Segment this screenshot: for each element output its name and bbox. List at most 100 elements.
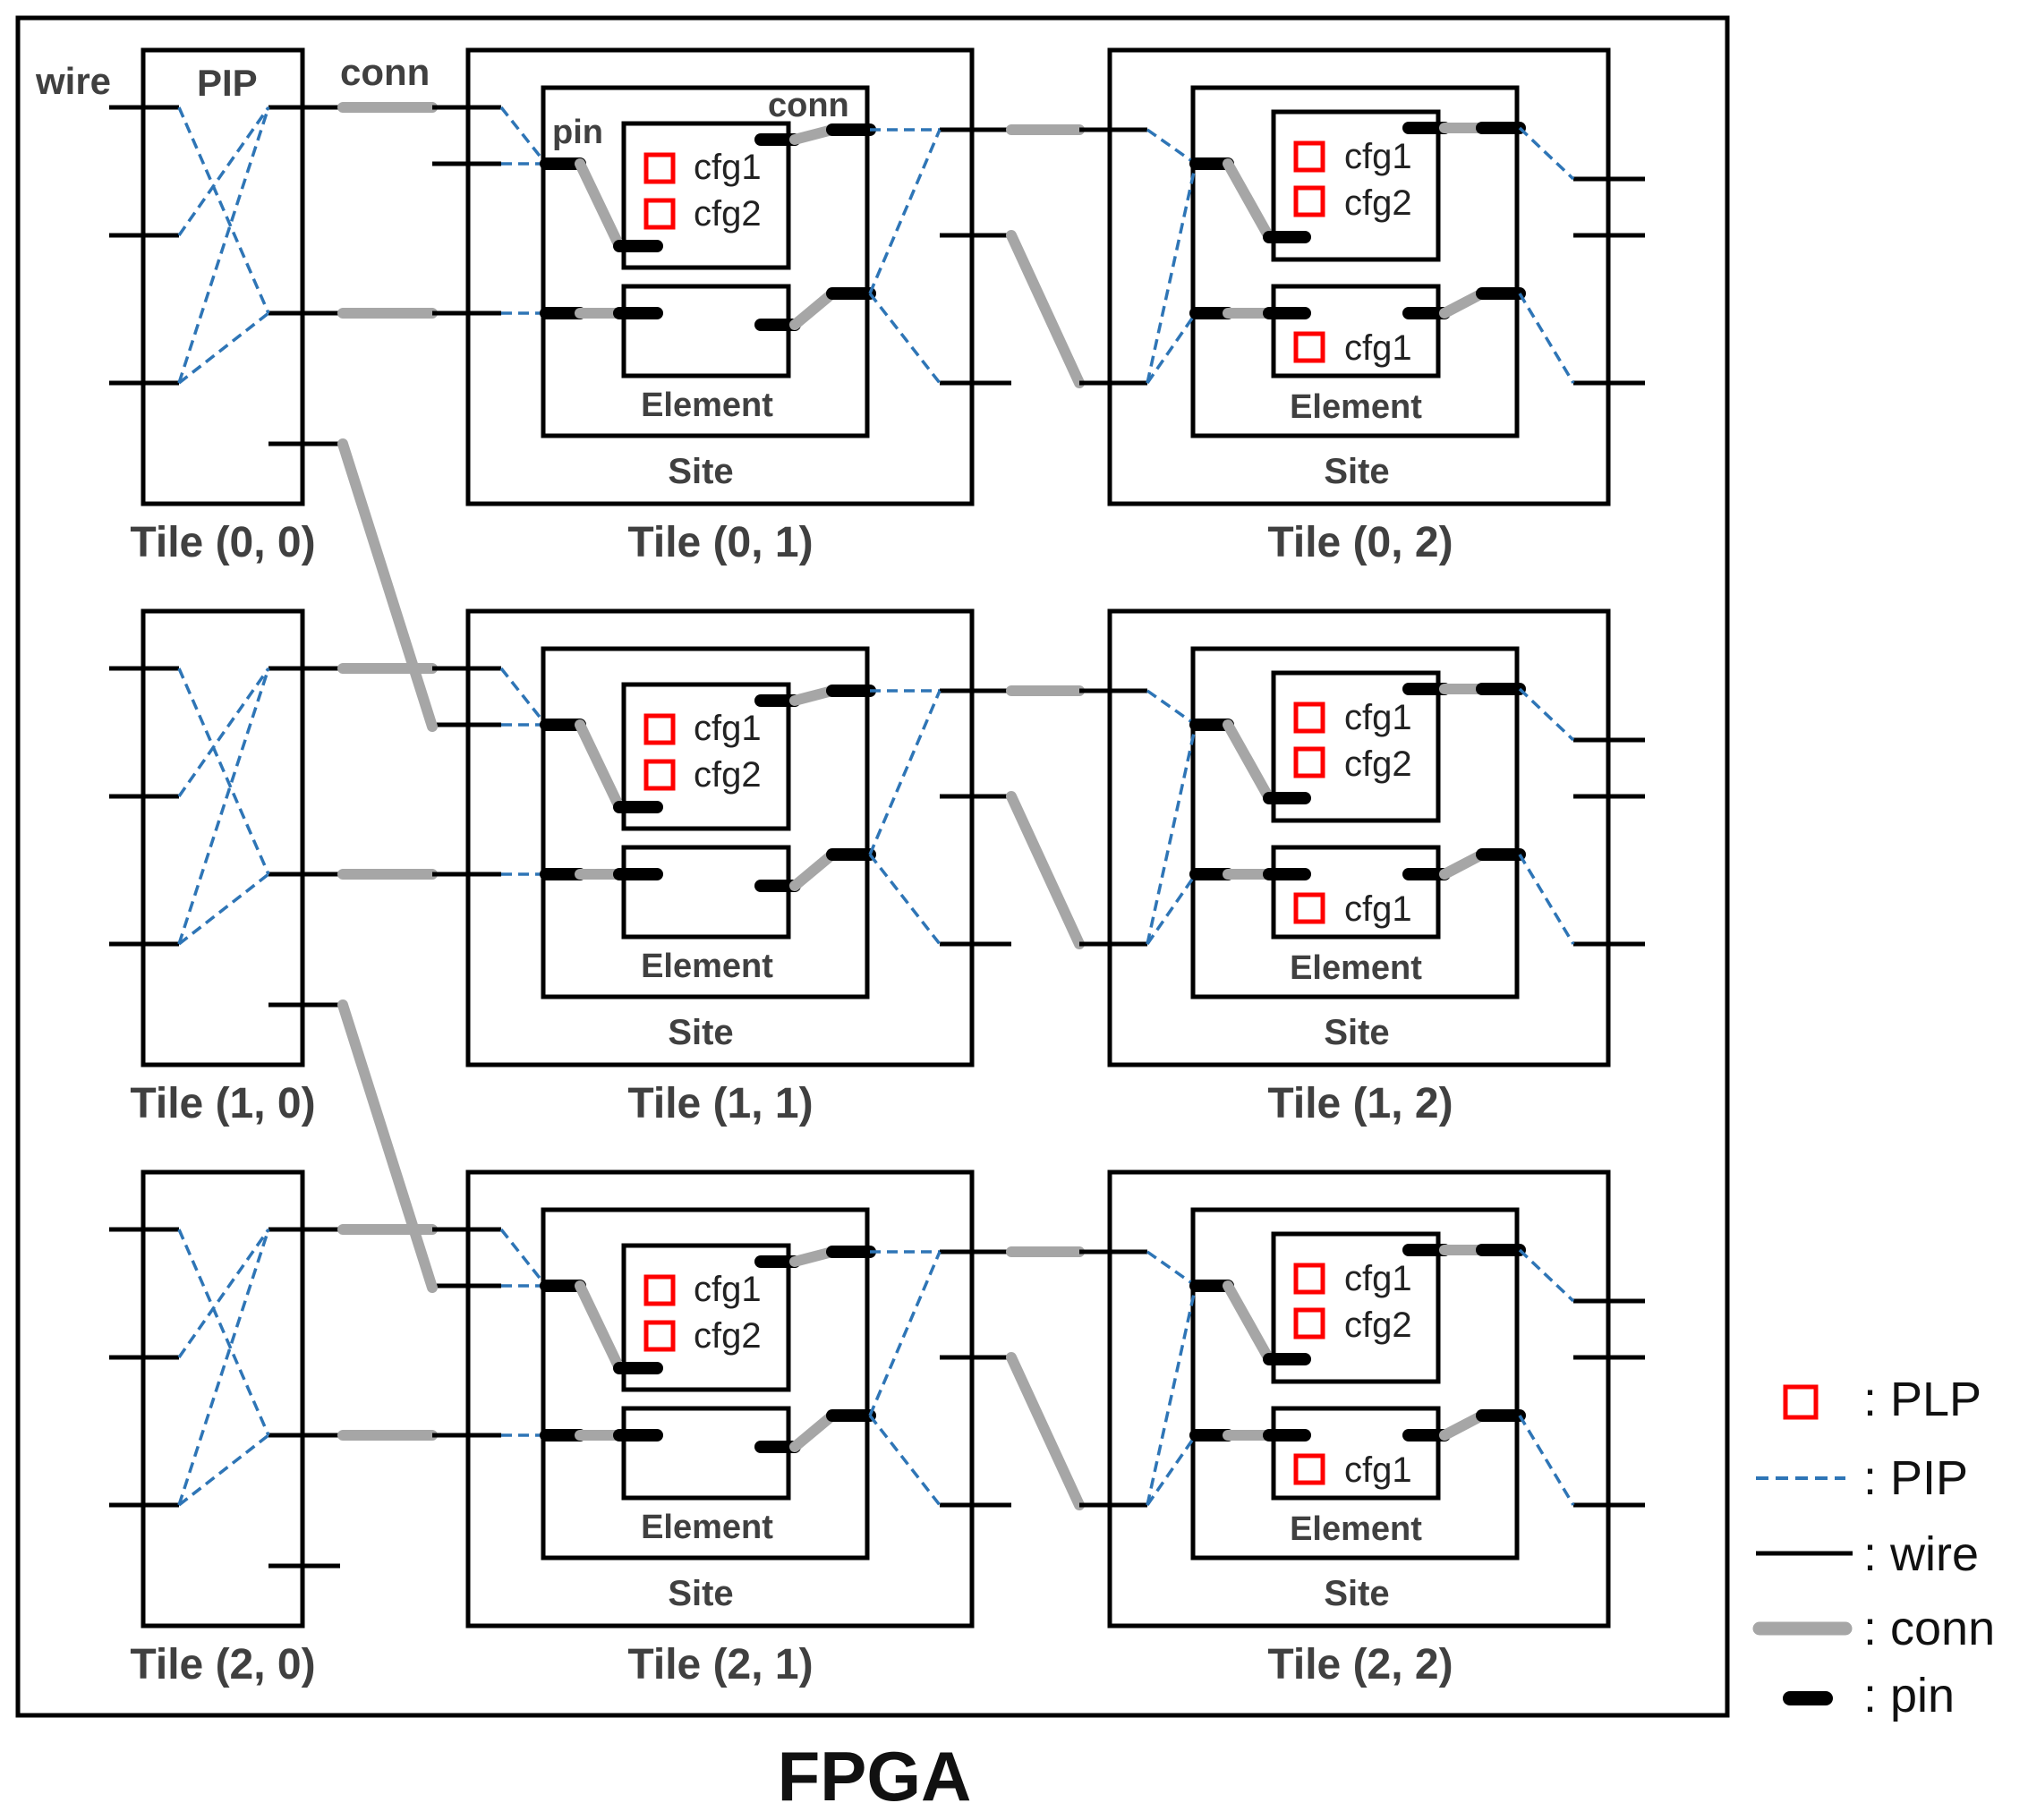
pip-line xyxy=(177,668,270,945)
tile-label: Tile (0, 0) xyxy=(130,519,315,566)
pip-line xyxy=(1518,126,1575,181)
tile-label: Tile (2, 0) xyxy=(130,1641,315,1688)
pip-line xyxy=(177,1228,270,1359)
pip-line xyxy=(1146,873,1197,945)
tile-label: Tile (0, 2) xyxy=(1267,519,1453,566)
pip-line xyxy=(499,1228,548,1288)
legend-pip-label: : PIP xyxy=(1863,1451,1968,1505)
conn-line xyxy=(337,999,438,1293)
cfg2-label: cfg2 xyxy=(694,194,762,234)
conn-line xyxy=(1006,1352,1085,1510)
cfg2-label: cfg2 xyxy=(694,1316,762,1356)
tile-label: Tile (2, 2) xyxy=(1267,1641,1453,1688)
fpga-boundary xyxy=(15,15,1730,1718)
conn-inner-annotation: conn xyxy=(768,87,849,124)
plp-marker xyxy=(1293,1263,1325,1295)
pip-line xyxy=(868,292,942,385)
switch-tile: Tile (0, 0) xyxy=(109,47,340,566)
element-box xyxy=(1271,1406,1441,1501)
pip-line xyxy=(177,667,270,798)
pip-line xyxy=(1146,128,1197,166)
pip-line xyxy=(177,106,270,314)
site-box xyxy=(541,85,870,438)
tile-box xyxy=(1107,608,1611,1067)
pip-line xyxy=(868,853,942,946)
legend-plp-label: : PLP xyxy=(1863,1373,1981,1426)
element-box xyxy=(1271,845,1441,940)
wire-annotation: wire xyxy=(35,60,111,102)
element-label: Element xyxy=(641,948,773,985)
conn-line xyxy=(1006,230,1085,388)
site-box xyxy=(541,1207,870,1561)
legend-conn-label: : conn xyxy=(1863,1602,1995,1655)
element-box xyxy=(1271,109,1441,262)
tile-box xyxy=(465,1169,975,1629)
cfg2-label: cfg2 xyxy=(1344,744,1412,784)
pip-line xyxy=(1518,1248,1575,1303)
conn-line xyxy=(337,438,438,732)
cfg1-label: cfg1 xyxy=(1344,698,1412,737)
conn-line xyxy=(1223,158,1274,242)
conn-line xyxy=(789,1246,838,1267)
element-label: Element xyxy=(1290,949,1422,987)
diagram-title: FPGA xyxy=(778,1737,972,1816)
plp-marker xyxy=(1293,1307,1325,1339)
tile-label: Tile (1, 0) xyxy=(130,1080,315,1127)
conn-line xyxy=(1223,1280,1274,1365)
pip-line xyxy=(1146,689,1197,727)
tile-label: Tile (2, 1) xyxy=(627,1641,813,1688)
cfg1-label: cfg1 xyxy=(1344,137,1412,176)
tile-box xyxy=(141,1169,305,1629)
plp-marker xyxy=(643,1320,676,1352)
conn-line xyxy=(575,1280,625,1374)
pip-line xyxy=(499,106,548,166)
pip-line xyxy=(177,1229,270,1436)
pip-line xyxy=(177,872,270,946)
tile-box xyxy=(141,47,305,506)
cfg2-label: cfg2 xyxy=(694,755,762,795)
tile-box xyxy=(465,608,975,1067)
pip-line xyxy=(177,668,270,875)
conn-line xyxy=(1439,849,1487,880)
tile-box xyxy=(1107,1169,1611,1629)
pip-line xyxy=(1518,293,1575,384)
conn-line xyxy=(575,719,625,812)
site-box xyxy=(1190,85,1520,438)
cfg1-label: cfg1 xyxy=(694,148,762,187)
cfg1-label: cfg1 xyxy=(1344,328,1412,368)
conn-line xyxy=(1006,791,1085,949)
cfg1-label: cfg1 xyxy=(1344,1450,1412,1490)
plp-marker xyxy=(643,713,676,745)
cfg1-label: cfg1 xyxy=(1344,889,1412,929)
conn-line xyxy=(789,1410,838,1452)
conn-line xyxy=(789,288,838,330)
cfg1-label: cfg1 xyxy=(694,709,762,748)
conn-line xyxy=(1439,1410,1487,1441)
element-box xyxy=(621,121,791,270)
switch-tile: Tile (2, 0) xyxy=(109,1169,340,1688)
tile-label: Tile (1, 2) xyxy=(1267,1080,1453,1127)
element-label: Element xyxy=(641,387,773,424)
pip-line xyxy=(1146,312,1197,384)
element-box xyxy=(621,1243,791,1392)
cfg1-label: cfg1 xyxy=(694,1270,762,1309)
site-label: Site xyxy=(1324,1574,1389,1613)
site-box xyxy=(541,646,870,999)
plp-marker xyxy=(643,152,676,184)
tile-box xyxy=(1107,47,1611,506)
conn-line xyxy=(789,849,838,891)
pip-line xyxy=(868,1251,942,1416)
pip-line xyxy=(177,311,270,385)
pip-line xyxy=(868,690,942,855)
conn-line xyxy=(789,124,838,145)
pip-line xyxy=(499,667,548,727)
site-label: Site xyxy=(1324,1013,1389,1052)
